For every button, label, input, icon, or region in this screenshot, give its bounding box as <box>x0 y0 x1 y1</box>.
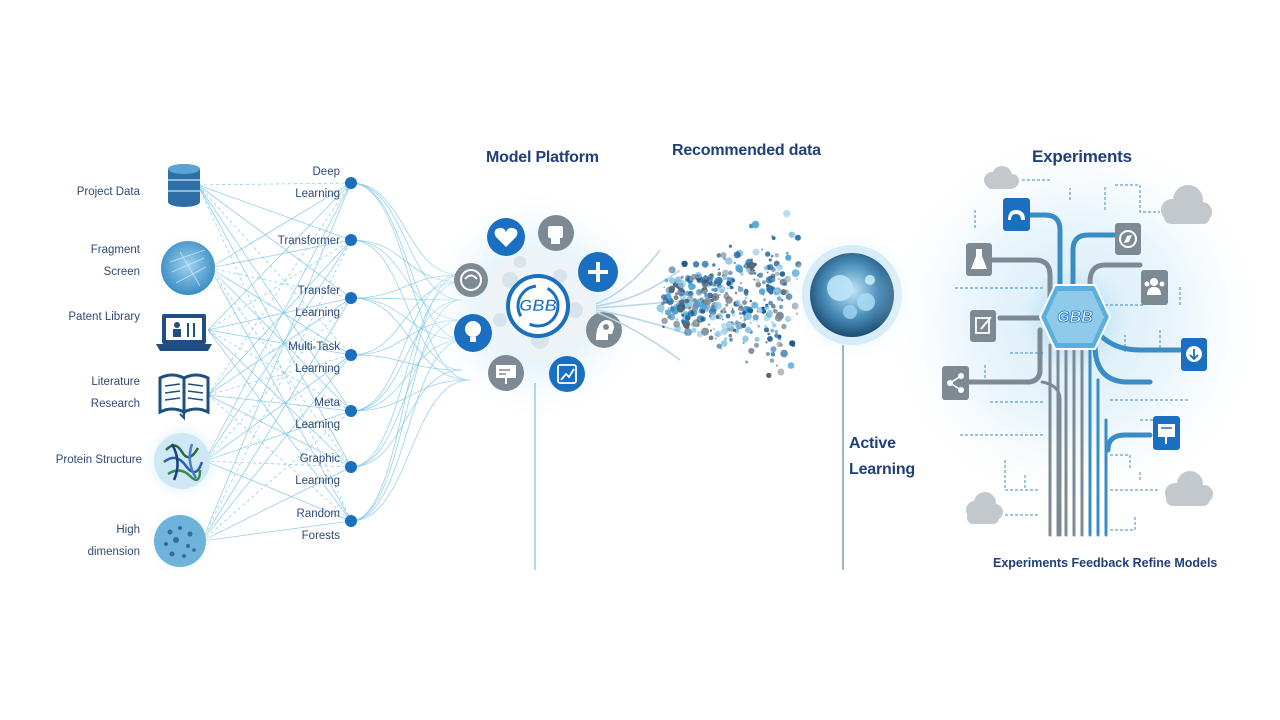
model-node <box>345 405 357 417</box>
cloud-icon <box>966 492 1003 524</box>
download-icon <box>1181 338 1207 371</box>
high-dimension-icon <box>142 503 218 579</box>
source-label-fragment-screen: Fragment Screen <box>90 244 140 278</box>
model-label-transformer: Transformer <box>277 235 340 247</box>
protein-structure-icon <box>140 419 224 503</box>
board-icon <box>1153 416 1180 450</box>
cloud-icon <box>1165 471 1213 506</box>
share-icon <box>942 366 969 400</box>
active-learning-label: Active Learning <box>849 435 915 478</box>
model-node <box>345 461 357 473</box>
source-label-patent-library: Patent Library <box>68 311 140 323</box>
plus-icon <box>578 252 618 292</box>
book-icon <box>158 373 210 421</box>
source-label-project-data: Project Data <box>76 186 140 198</box>
patent-laptop-icon <box>156 314 212 351</box>
model-node <box>345 349 357 361</box>
platform-logo: GBB <box>519 296 557 315</box>
model-label-meta-learning: Meta Learning <box>295 397 340 431</box>
source-label-protein-structure: Protein Structure <box>55 454 142 466</box>
heart-icon <box>487 218 525 256</box>
experiment-pipes <box>962 212 1183 537</box>
source-model-connections <box>197 182 352 542</box>
experiments-logo: GBB <box>1038 284 1112 350</box>
experiments-footer: Experiments Feedback Refine Models <box>993 556 1218 570</box>
cloud-icon <box>984 166 1019 189</box>
model-platform-title: Model Platform <box>486 149 599 166</box>
source-label-literature-research: Literature Research <box>90 376 140 410</box>
source-label-high-dimension: High dimension <box>87 524 140 558</box>
edit-icon <box>970 310 996 342</box>
model-node <box>345 177 357 189</box>
presentation-icon <box>488 355 524 391</box>
cloud-icon <box>1161 185 1212 224</box>
experiments-panel: GBB <box>875 120 1275 537</box>
brain-head-icon <box>454 263 488 297</box>
model-node <box>345 515 357 527</box>
experiment-arrows <box>955 179 1190 531</box>
fragment-screen-icon <box>150 230 226 306</box>
experiments-title: Experiments <box>1032 147 1132 166</box>
mind-icon <box>586 312 622 348</box>
flask-icon <box>966 243 992 276</box>
model-label-transfer-learning: Transfer Learning <box>295 285 340 319</box>
model-node <box>345 292 357 304</box>
users-icon <box>1141 270 1168 305</box>
model-label-graphic-learning: Graphic Learning <box>295 453 340 487</box>
recommended-data-title: Recommended data <box>672 142 821 159</box>
light-bulb-icon <box>454 314 492 352</box>
experiments-logo-text: GBB <box>1057 309 1093 326</box>
model-platform: GBB <box>418 185 658 570</box>
model-label-deep-learning: Deep Learning <box>295 166 340 200</box>
data-stream <box>595 249 691 361</box>
compass-icon <box>1115 223 1141 255</box>
model-nodes <box>345 177 357 527</box>
cloud-lab-icon <box>1003 198 1030 231</box>
model-label-multi-task-learning: Multi-Task Learning <box>288 341 340 375</box>
trend-chart-icon <box>549 356 585 392</box>
model-label-random-forests: Random Forests <box>296 508 340 542</box>
fist-icon <box>538 215 574 251</box>
model-node <box>345 234 357 246</box>
recommended-data-scatter <box>656 209 802 379</box>
database-icon <box>168 164 200 207</box>
